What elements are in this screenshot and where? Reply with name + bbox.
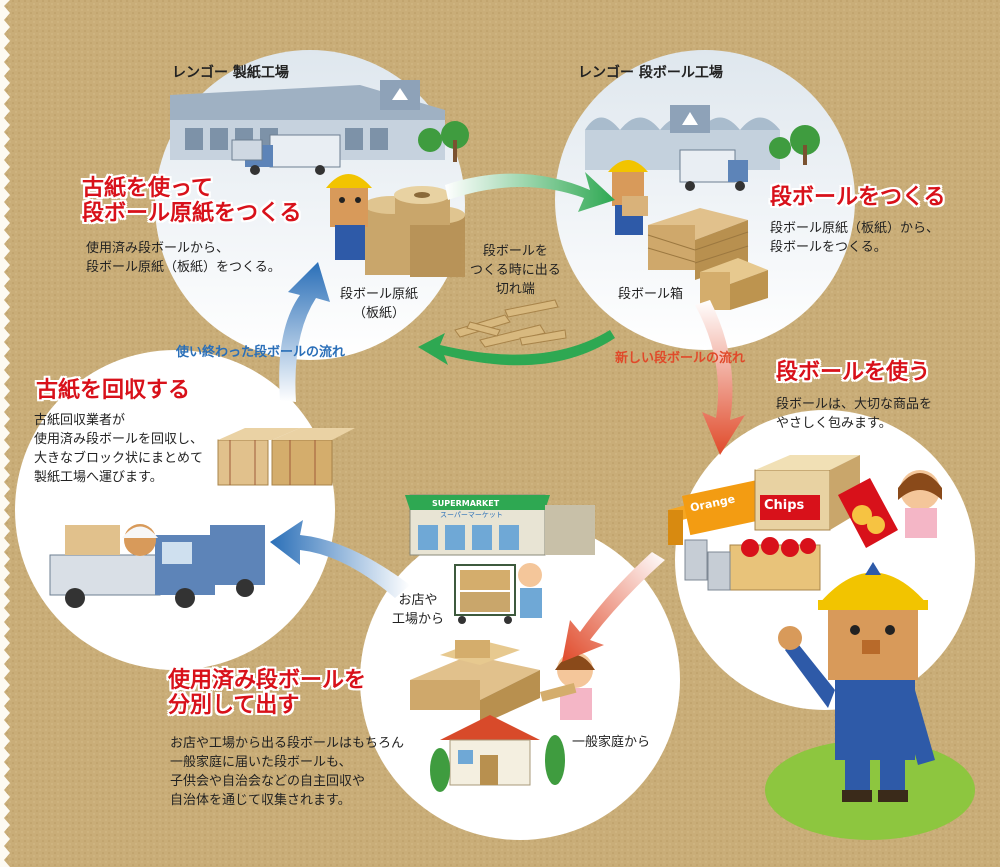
arrow-blue-left [270,520,410,598]
label-carton: 段ボール箱 [618,287,684,302]
shop-worker [518,563,542,618]
bale-stack [217,428,355,486]
facility-paper-mill: レンゴー 製紙工場 [172,65,289,81]
truck-icon [49,525,265,608]
zigzag-edge [0,0,10,867]
cardboard-box-icon [700,258,768,310]
flow-used-label: 使い終わった段ボールの流れ [176,345,346,360]
step-2-desc: 段ボール原紙（板紙）から、 段ボールをつくる。 [770,221,940,255]
label-from-shops: お店や 工場から [392,593,445,627]
offcut-pieces [454,299,567,348]
step-2-heading: 段ボールをつくる [770,185,946,210]
step-5-desc: 古紙回収業者が 使用済み段ボールを回収し、 大きなブロック状にまとめて 製紙工場… [34,413,204,485]
worker-character [608,160,648,235]
step-1-desc: 使用済み段ボールから、 段ボール原紙（板紙）をつくる。 [86,241,281,275]
label-liner-board: 段ボール原紙 （板紙） [340,287,419,321]
truck-icon [231,134,341,175]
step-3-heading: 段ボールを使う [776,360,931,385]
step-1-heading: 古紙を使って 段ボール原紙をつくる [82,176,302,227]
girl-character [898,470,942,538]
supermarket-building [405,494,595,556]
step-3-desc: 段ボールは、大切な商品を やさしく包みます。 [776,397,933,431]
cart-with-boxes [454,564,516,624]
arrow-green-return [418,330,615,366]
supermarket-sub: スーパーマーケット [440,511,503,519]
house-icon [430,715,565,792]
step-4-desc: お店や工場から出る段ボールはもちろん 一般家庭に届いた段ボールも、 子供会や自治… [170,736,405,808]
arrow-blue-up [279,262,330,402]
flat-cardboard-stack [647,208,749,280]
arrow-green [445,172,615,212]
paper-roll-stack [364,186,465,277]
facility-box-factory: レンゴー 段ボール工場 [578,65,723,81]
worker-character [326,174,372,260]
truck-icon [679,149,748,191]
housewife-character [540,652,595,720]
cardboard-pile [410,640,540,725]
driver-character [122,524,158,556]
arrow-red-down [695,300,745,455]
label-from-homes: 一般家庭から [572,735,651,750]
supermarket-goods [668,455,898,591]
supermarket-sign: SUPERMARKET [432,499,500,508]
mascot-character [778,562,935,802]
product-chips-label: Chips [764,498,805,513]
step-4-heading: 使用済み段ボールを 分別して出す [168,668,367,719]
step-5-heading: 古紙を回収する [36,378,191,403]
flow-new-label: 新しい段ボールの流れ [615,351,746,366]
label-offcuts: 段ボールを つくる時に出る 切れ端 [470,244,561,297]
arrow-red-left [562,552,665,662]
